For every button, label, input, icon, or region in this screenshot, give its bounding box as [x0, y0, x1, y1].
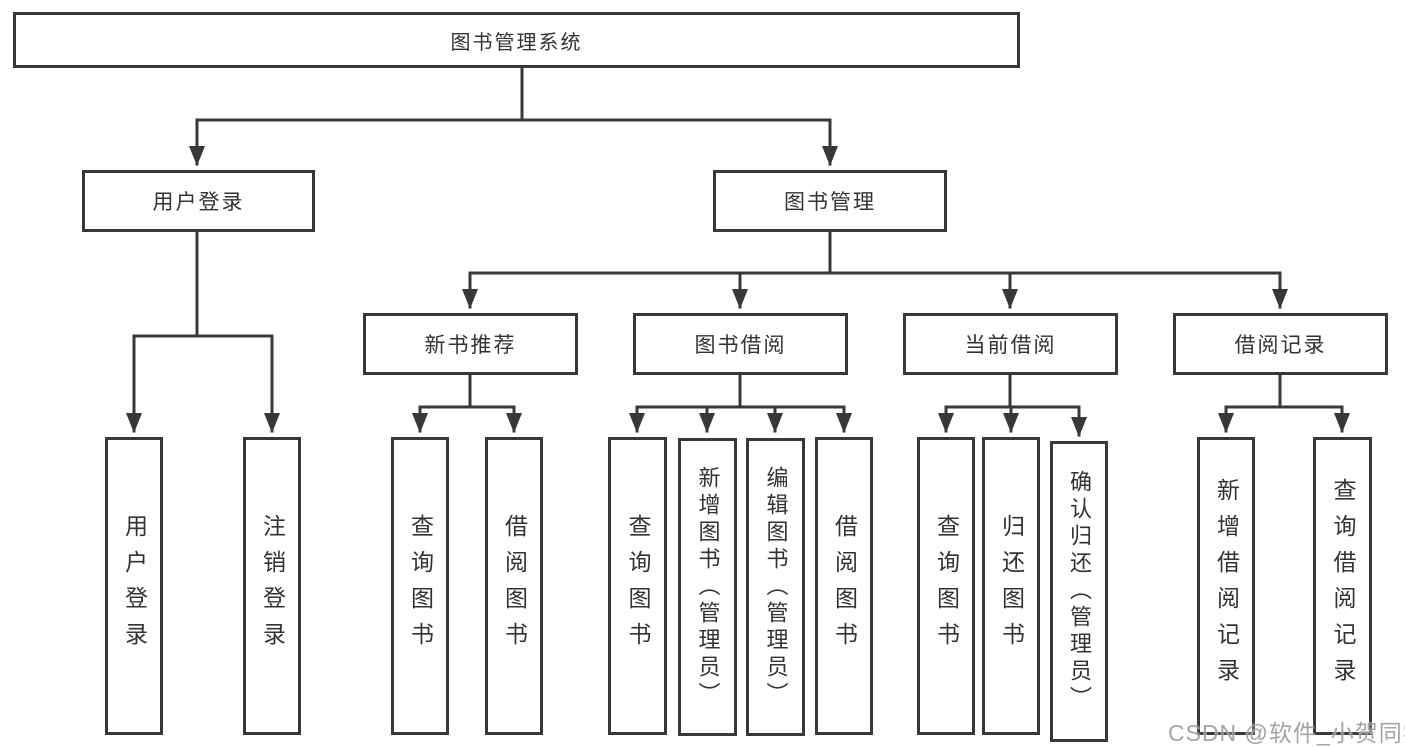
node-current-borrowing: 当前借阅	[903, 313, 1118, 375]
leaf-user-login: 用户登录	[105, 437, 163, 735]
node-label: 新增图书（管理员）	[695, 465, 721, 709]
leaf-query-books-borrow: 查询图书	[608, 437, 667, 735]
leaf-borrow-books: 借阅图书	[815, 437, 873, 735]
leaf-edit-book-admin: 编辑图书（管理员）	[746, 438, 805, 736]
leaf-confirm-return-admin: 确认归还（管理员）	[1050, 441, 1108, 742]
node-book-borrowing: 图书借阅	[633, 313, 848, 375]
node-new-book-recommendation: 新书推荐	[363, 313, 578, 375]
node-label: 借阅图书	[831, 514, 858, 658]
node-label: 注销登录	[259, 514, 286, 658]
node-label: 用户登录	[152, 191, 245, 214]
node-label: 用户登录	[121, 514, 148, 658]
node-label: 查询图书	[407, 514, 434, 658]
leaf-borrow-books-recommend: 借阅图书	[485, 437, 543, 735]
node-label: 当前借阅	[964, 334, 1057, 357]
node-label: 归还图书	[998, 514, 1025, 658]
node-label: 新书推荐	[424, 334, 517, 357]
csdn-watermark: CSDN @软件_小贺同学	[1168, 720, 1405, 746]
node-label: 编辑图书（管理员）	[763, 465, 789, 709]
node-library-management-system: 图书管理系统	[13, 12, 1020, 68]
node-label: 查询图书	[625, 514, 651, 658]
node-user-login: 用户登录	[82, 170, 315, 232]
node-label: 图书管理	[784, 191, 876, 214]
leaf-query-borrow-record: 查询借阅记录	[1313, 437, 1372, 735]
leaf-query-books-recommend: 查询图书	[391, 437, 449, 735]
node-label: 借阅图书	[501, 514, 528, 658]
node-label: 查询图书	[933, 514, 960, 658]
leaf-return-book: 归还图书	[982, 437, 1040, 735]
node-label: 图书借阅	[694, 334, 787, 357]
node-label: 查询借阅记录	[1330, 478, 1356, 694]
leaf-logout: 注销登录	[243, 437, 301, 735]
node-borrowing-records: 借阅记录	[1173, 313, 1388, 375]
node-label: 确认归还（管理员）	[1067, 470, 1092, 713]
leaf-add-borrow-record: 新增借阅记录	[1197, 437, 1255, 735]
node-label: 借阅记录	[1234, 334, 1327, 357]
node-book-management: 图书管理	[713, 170, 947, 232]
leaf-add-book-admin: 新增图书（管理员）	[678, 438, 737, 736]
node-label: 新增借阅记录	[1213, 478, 1240, 694]
node-label: 图书管理系统	[450, 31, 583, 54]
leaf-query-books-current: 查询图书	[917, 437, 975, 735]
